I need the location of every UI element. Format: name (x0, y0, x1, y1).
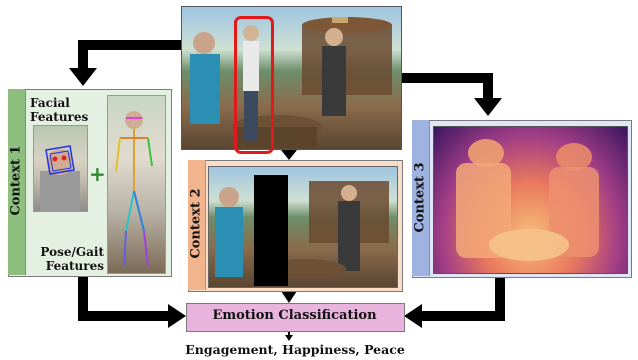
arrow-photo-to-context1 (78, 40, 182, 70)
context3-label: Context 3 (412, 162, 428, 233)
emotion-classification-box (186, 303, 405, 332)
pose-gait-features-label: Pose/Gait Features (34, 245, 104, 273)
plus-icon: + (89, 162, 106, 186)
facial-label-line1: Facial (30, 96, 70, 110)
masked-scene-sketch (215, 181, 389, 279)
person-mask (254, 175, 288, 286)
facial-label-line2: Features (30, 110, 89, 124)
arrow-context3-to-classifier (420, 276, 505, 321)
context1-label: Context 1 (8, 145, 24, 216)
output-emotions-label: Engagement, Happiness, Peace (185, 342, 405, 357)
masked-scene-photo (208, 166, 398, 288)
target-person-sketch (243, 25, 259, 141)
face-sketch (40, 145, 80, 211)
arrowhead-classifier-top (281, 291, 297, 303)
arrowhead-context2 (281, 150, 297, 160)
depth-map-sketch (456, 139, 599, 261)
pose-skeleton-sketch (115, 111, 153, 267)
arrowhead-context1 (69, 68, 97, 86)
arrowhead-classifier-left (168, 304, 186, 328)
context3-tab: Context 3 (412, 120, 430, 276)
context2-label: Context 2 (188, 188, 204, 259)
pose-label-line2: Features (45, 259, 104, 273)
pose-label-line1: Pose/Gait (40, 245, 104, 259)
pose-gait-image (107, 95, 166, 274)
context1-tab: Context 1 (8, 89, 26, 275)
arrow-photo-to-context3 (400, 73, 493, 100)
facial-features-label: Facial Features (30, 96, 88, 124)
arrowhead-output (285, 335, 293, 341)
context2-tab: Context 2 (188, 160, 206, 290)
arrowhead-context3 (474, 98, 502, 116)
target-person-highlight (234, 16, 274, 154)
facial-features-image (33, 125, 88, 212)
depth-map-image (433, 126, 628, 274)
input-scene-photo (181, 6, 402, 150)
emotion-classification-label: Emotion Classification (212, 308, 377, 323)
arrow-context1-to-classifier (78, 275, 170, 321)
arrowhead-classifier-right (404, 304, 422, 328)
scene-sketch (190, 17, 392, 149)
